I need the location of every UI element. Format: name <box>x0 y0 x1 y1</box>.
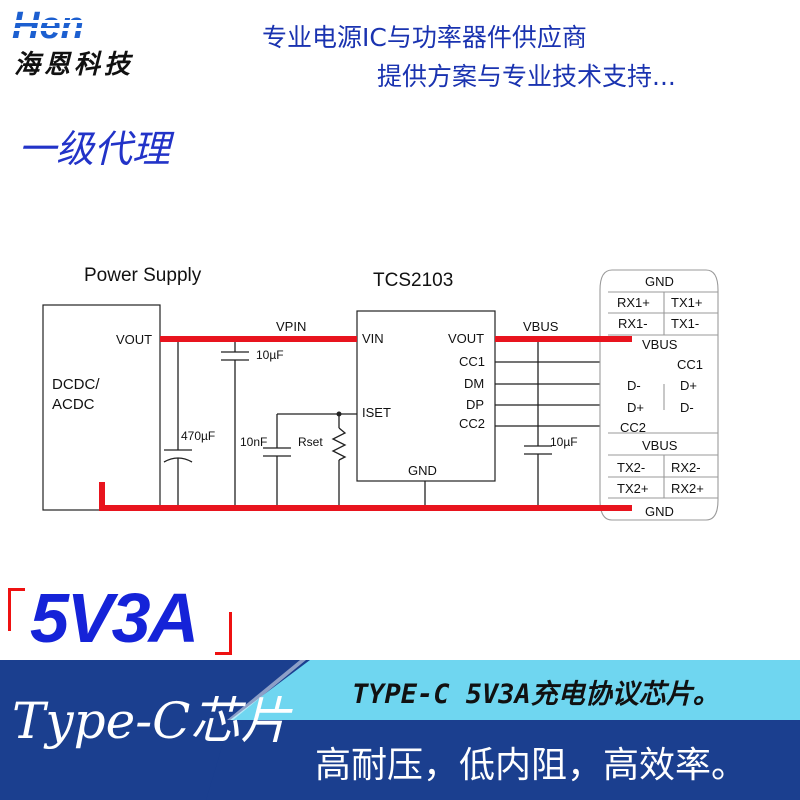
company-logo: Hen <box>8 6 148 46</box>
psu-block <box>42 304 161 511</box>
pin-cc2: CC2 <box>459 416 485 431</box>
conn-tx2m: TX2- <box>617 460 645 475</box>
typec-description: TYPE-C 5V3A充电协议芯片。 <box>352 679 720 710</box>
pin-dm: DM <box>464 376 484 391</box>
cap-10nf-label: 10nF <box>240 435 267 449</box>
conn-dminus: D- <box>627 378 641 393</box>
company-name: 海恩科技 <box>14 50 135 80</box>
net-vpin-label: VPIN <box>276 319 306 334</box>
conn-dplus: D+ <box>627 400 644 415</box>
chip-name: TCS2103 <box>373 270 453 291</box>
conn-vbus-top: VBUS <box>642 337 678 352</box>
conn-rx2m: RX2- <box>671 460 701 475</box>
psu-label-1: DCDC/ <box>52 376 100 393</box>
res-rset-label: Rset <box>298 435 323 449</box>
typec-chip-label: Type-C芯片 <box>12 692 291 750</box>
conn-rx1m: RX1- <box>618 316 648 331</box>
conn-cc1: CC1 <box>677 357 703 372</box>
bottom-banner <box>0 660 800 800</box>
pin-vout: VOUT <box>448 331 484 346</box>
cap-10uf-in-label: 10µF <box>256 348 284 362</box>
pin-vin: VIN <box>362 331 384 346</box>
slogan-line-1: 专业电源IC与功率器件供应商 <box>262 23 587 52</box>
pin-iset: ISET <box>362 405 391 420</box>
psu-label-2: ACDC <box>52 396 95 413</box>
agent-label: 一级代理 <box>18 127 171 171</box>
conn-vbus-bottom: VBUS <box>642 438 678 453</box>
chip-block <box>356 310 496 482</box>
conn-dminus-right: D- <box>680 400 694 415</box>
slogan-line-2: 提供方案与专业技术支持... <box>377 62 676 91</box>
logo-text: Hen <box>12 6 84 46</box>
power-rails <box>99 336 632 511</box>
cap-10uf-out-label: 10µF <box>550 435 578 449</box>
signal-wires <box>163 339 677 508</box>
typec-connector <box>599 269 719 521</box>
conn-dplus-right: D+ <box>680 378 697 393</box>
pin-gnd: GND <box>408 463 437 478</box>
psu-title: Power Supply <box>84 265 202 286</box>
pin-cc1: CC1 <box>459 354 485 369</box>
pin-dp: DP <box>466 397 484 412</box>
conn-tx1p: TX1+ <box>671 295 702 310</box>
conn-tx1m: TX1- <box>671 316 699 331</box>
conn-top-gnd: GND <box>645 274 674 289</box>
circuit-diagram: Power Supply DCDC/ ACDC VOUT TCS2103 VIN… <box>42 265 719 521</box>
conn-cc2: CC2 <box>620 420 646 435</box>
feature-list: 高耐压，低内阻，高效率。 <box>315 745 748 786</box>
conn-tx2p: TX2+ <box>617 481 648 496</box>
conn-bottom-gnd: GND <box>645 504 674 519</box>
badge-5v3a: 5V3A <box>30 579 199 657</box>
conn-rx2p: RX2+ <box>671 481 704 496</box>
conn-rx1p: RX1+ <box>617 295 650 310</box>
psu-vout-label: VOUT <box>116 332 152 347</box>
net-vbus-label: VBUS <box>523 319 559 334</box>
badge-bracket-right <box>215 612 232 655</box>
badge-bracket-left <box>8 588 25 631</box>
cap-470uf-label: 470µF <box>181 429 215 443</box>
